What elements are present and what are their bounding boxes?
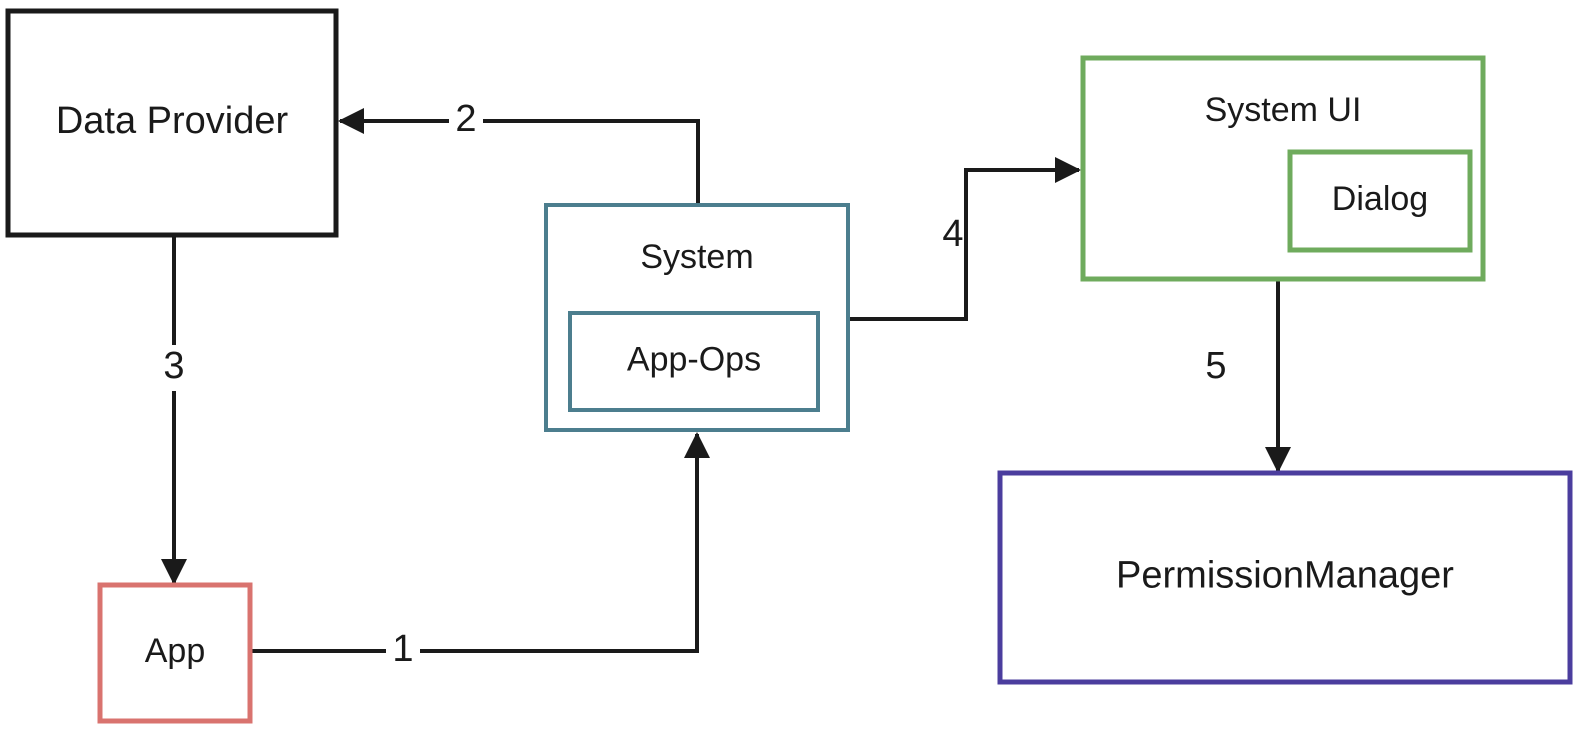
node-label-app: App [145, 632, 206, 670]
edge-line-2 [340, 119, 700, 205]
node-dialog[interactable]: Dialog [1287, 149, 1473, 253]
node-label-system: System [640, 238, 753, 276]
edge-label-4: 4 [942, 213, 963, 255]
edge-line-1 [250, 434, 699, 653]
edge-label-1: 1 [392, 628, 413, 670]
node-label-permission-manager: PermissionManager [1116, 555, 1454, 597]
node-app[interactable]: App [97, 582, 253, 724]
edge-2 [338, 108, 700, 205]
node-label-data-provider: Data Provider [56, 100, 289, 142]
edge-5 [1265, 279, 1291, 473]
edge-label-group-5: 5 [1205, 345, 1226, 387]
node-box-dialog[interactable] [1287, 149, 1473, 253]
node-permission-manager[interactable]: PermissionManager [997, 470, 1573, 685]
edge-1 [250, 432, 710, 653]
arrowhead-icon [161, 559, 187, 585]
arrowhead-icon [338, 108, 364, 134]
edge-4 [848, 157, 1081, 321]
node-label-app-ops: App-Ops [627, 340, 761, 378]
edge-3 [161, 235, 187, 585]
edge-label-knockout [386, 645, 420, 657]
arrowhead-icon [1265, 447, 1291, 473]
node-box-app-ops[interactable] [568, 311, 820, 412]
edge-label-knockout [449, 115, 483, 127]
edge-label-group-2: 2 [449, 98, 483, 140]
node-app-ops[interactable]: App-Ops [568, 311, 820, 412]
edge-label-knockout [947, 213, 959, 259]
arrowhead-icon [684, 432, 710, 458]
node-data-provider[interactable]: Data Provider [5, 8, 339, 238]
edge-line-4 [848, 168, 1079, 321]
edge-label-knockout [168, 345, 180, 391]
node-box-data-provider[interactable] [5, 8, 339, 238]
edges-layer [161, 108, 1291, 653]
edge-labels-layer: 1 2 3 4 5 [163, 98, 1226, 670]
node-label-dialog: Dialog [1332, 180, 1428, 218]
edge-label-2: 2 [455, 98, 476, 140]
arrowhead-icon [1055, 157, 1081, 183]
node-box-permission-manager[interactable] [997, 470, 1573, 685]
edge-label-group-3: 3 [163, 345, 185, 391]
edge-label-5: 5 [1205, 345, 1226, 387]
edge-label-group-4: 4 [942, 213, 964, 259]
edge-label-3: 3 [163, 345, 184, 387]
node-box-app[interactable] [97, 582, 253, 724]
edge-label-group-1: 1 [386, 628, 420, 670]
node-label-system-ui: System UI [1205, 91, 1362, 129]
